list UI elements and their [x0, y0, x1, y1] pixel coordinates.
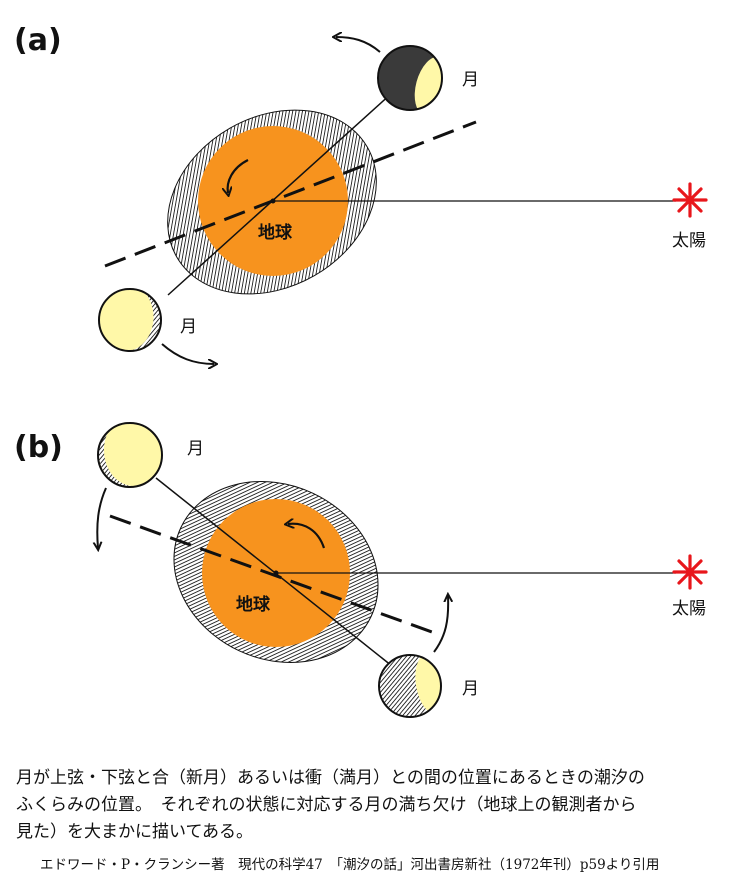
caption-line-1: 月が上弦・下弦と合（新月）あるいは衝（満月）との間の位置にあるときの潮汐の [16, 768, 645, 788]
moon-b-lower-label: 月 [462, 679, 479, 699]
panel-b-label: (b) [14, 430, 63, 465]
sun-b-label: 太陽 [672, 599, 706, 619]
moon-b-upper [97, 422, 163, 488]
moon-a-upper-orbit-arrow [336, 37, 381, 53]
moon-a-upper-label: 月 [462, 70, 479, 90]
source-credit: エドワード・P・クランシー著 現代の科学47 「潮汐の話」河出書房新社（1972… [40, 857, 660, 873]
moon-a-lower-orbit-arrow [161, 343, 214, 364]
earth-rotation-arrow-b [288, 524, 326, 549]
panel-a: (a) 地球 月 [14, 23, 708, 364]
moon-b-upper-orbit-arrow [97, 487, 107, 548]
tidal-axis-a [104, 120, 477, 268]
sun-a [672, 182, 708, 218]
earth-b-label: 地球 [236, 594, 271, 615]
earth-moon-line-a [167, 92, 393, 296]
caption-line-2: ふくらみの位置。 それぞれの状態に対応する月の満ち欠け（地球上の観測者から [16, 795, 637, 815]
moon-a-upper [377, 45, 443, 111]
moon-a-lower [98, 288, 162, 352]
earth-a-label: 地球 [258, 222, 293, 243]
tidal-bulge-diagram: (a) 地球 月 [14, 23, 708, 718]
moon-a-lower-label: 月 [180, 317, 197, 337]
earth-center-dot-a [270, 198, 276, 204]
figure-caption: 月が上弦・下弦と合（新月）あるいは衝（満月）との間の位置にあるときの潮汐の ふく… [16, 765, 728, 846]
earth-center-dot-b [273, 570, 279, 576]
panel-b: (b) 地球 月 [14, 422, 708, 718]
moon-b-lower [378, 654, 442, 718]
moon-b-upper-label: 月 [187, 439, 204, 459]
tidal-axis-b [109, 514, 433, 634]
caption-line-3: 見た）を大まかに描いてある。 [16, 822, 253, 842]
panel-a-label: (a) [14, 23, 62, 58]
moon-b-lower-orbit-arrow [433, 596, 448, 653]
sun-b [672, 554, 708, 590]
earth-rotation-arrow-a [228, 159, 249, 193]
sun-a-label: 太陽 [672, 231, 706, 251]
